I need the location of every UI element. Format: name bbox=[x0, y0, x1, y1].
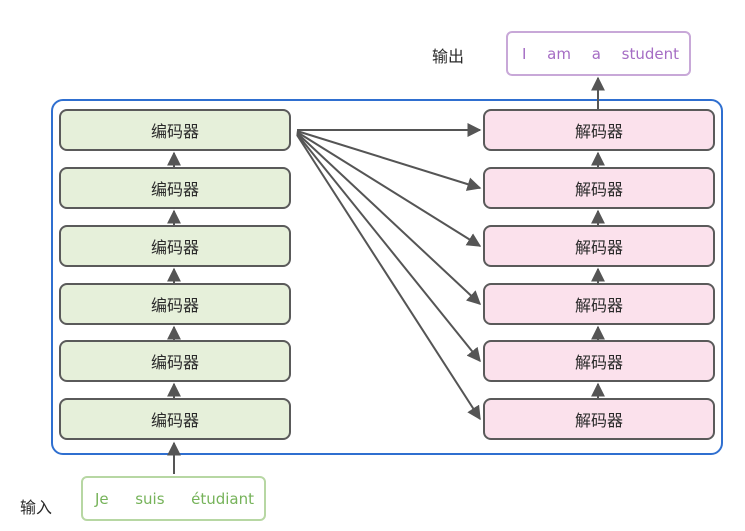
output-token: student bbox=[621, 44, 679, 63]
output-label: 输出 bbox=[432, 47, 465, 66]
input-sentence-box: Je suis étudiant bbox=[81, 476, 266, 521]
decoder-label: 解码器 bbox=[574, 180, 623, 199]
encoder-decoder-frame bbox=[51, 99, 723, 455]
output-token: am bbox=[547, 44, 571, 63]
output-token: I bbox=[522, 44, 527, 63]
encoder-block-6: 编码器 bbox=[59, 398, 291, 440]
decoder-label: 解码器 bbox=[574, 411, 623, 430]
encoder-block-3: 编码器 bbox=[59, 225, 291, 267]
decoder-block-2: 解码器 bbox=[483, 167, 715, 209]
decoder-block-6: 解码器 bbox=[483, 398, 715, 440]
encoder-block-4: 编码器 bbox=[59, 283, 291, 325]
arrow-encoder-to-decoder-2 bbox=[296, 130, 482, 191]
decoder-block-5: 解码器 bbox=[483, 340, 715, 382]
encoder-label: 编码器 bbox=[150, 122, 199, 141]
arrow-encoder-to-decoder-3 bbox=[296, 131, 482, 247]
encoder-block-1: 编码器 bbox=[59, 109, 291, 151]
decoder-label: 解码器 bbox=[574, 353, 623, 372]
encoder-label: 编码器 bbox=[150, 411, 199, 430]
arrow-encoder-to-decoder-6 bbox=[296, 134, 481, 421]
decoder-block-3: 解码器 bbox=[483, 225, 715, 267]
input-token: Je bbox=[95, 489, 109, 508]
arrow-encoder-to-decoder-5 bbox=[296, 133, 481, 363]
output-sentence-box: I am a student bbox=[506, 31, 691, 76]
input-label: 输入 bbox=[20, 498, 53, 517]
decoder-block-4: 解码器 bbox=[483, 283, 715, 325]
input-token: suis bbox=[135, 489, 165, 508]
encoder-label: 编码器 bbox=[150, 296, 199, 315]
decoder-label: 解码器 bbox=[574, 296, 623, 315]
encoder-label: 编码器 bbox=[150, 180, 199, 199]
output-token: a bbox=[591, 44, 601, 63]
encoder-label: 编码器 bbox=[150, 238, 199, 257]
input-token: étudiant bbox=[191, 489, 254, 508]
encoder-label: 编码器 bbox=[150, 353, 199, 372]
decoder-label: 解码器 bbox=[574, 122, 623, 141]
decoder-block-1: 解码器 bbox=[483, 109, 715, 151]
encoder-block-5: 编码器 bbox=[59, 340, 291, 382]
decoder-label: 解码器 bbox=[574, 238, 623, 257]
encoder-block-2: 编码器 bbox=[59, 167, 291, 209]
arrow-encoder-to-decoder-4 bbox=[296, 132, 482, 305]
